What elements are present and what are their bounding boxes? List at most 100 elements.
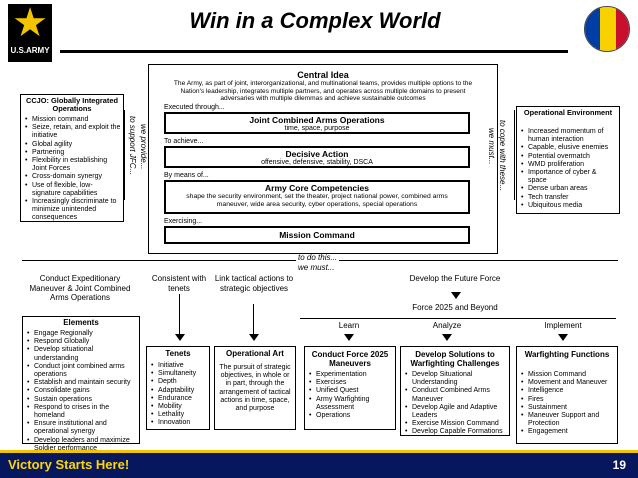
list-item: Global agility [25, 141, 121, 149]
ds-title: Develop Solutions to Warfighting Challen… [410, 350, 500, 368]
implement-arrow-icon [558, 334, 568, 341]
wf-list: Mission Command Movement and Maneuver In… [521, 371, 617, 437]
list-item: Respond Globally [27, 338, 139, 346]
to-achieve-label: To achieve... [164, 138, 204, 145]
list-item: Maneuver Support and Protection [521, 412, 617, 428]
analyze-arrow-icon [442, 334, 452, 341]
list-item: WMD proliferation [521, 161, 617, 169]
mc-title: Mission Command [279, 230, 355, 240]
list-item: Conduct joint combined arms operations [27, 363, 139, 379]
right-vert-2: we must... [487, 128, 496, 165]
tenets-title: Tenets [165, 349, 191, 358]
by-means-label: By means of... [164, 172, 209, 179]
list-item: Consolidate gains [27, 387, 139, 395]
list-item: Mobility [151, 403, 209, 411]
executed-label: Executed through... [164, 104, 225, 111]
core-competencies-box: Army Core Competencies shape the securit… [164, 180, 470, 214]
footer-slogan: Victory Starts Here! [8, 457, 130, 472]
central-idea-text: The Army, as part of joint, interorganiz… [173, 80, 473, 103]
list-item: Initiative [151, 362, 209, 370]
list-item: Respond to crises in the homeland [27, 404, 139, 420]
opart-text: The pursuit of strategic objectives, in … [219, 364, 291, 413]
list-item: Seize, retain, and exploit the initiativ… [25, 124, 121, 140]
list-item: Endurance [151, 395, 209, 403]
col2-arrow-line [179, 294, 180, 334]
list-item: Potential overmatch [521, 153, 617, 161]
list-item: Capable, elusive enemies [521, 144, 617, 152]
elements-list: Engage Regionally Respond Globally Devel… [27, 330, 139, 453]
list-item: Experimentation [309, 371, 395, 379]
left-vert-2: we provide... [139, 124, 148, 170]
list-item: Flexibility in establishing Joint Forces [25, 157, 121, 173]
warfighting-functions-box: Warfighting Functions Mission Command Mo… [516, 346, 618, 444]
elements-box: Elements Engage Regionally Respond Globa… [22, 316, 140, 452]
page-number: 19 [612, 458, 626, 472]
implement-label: Implement [544, 321, 582, 330]
title-divider [60, 50, 568, 53]
list-item: Intelligence [521, 387, 617, 395]
list-item: Mission command [25, 116, 121, 124]
list-item: Engage Regionally [27, 330, 139, 338]
mission-command-box: Mission Command [164, 226, 470, 244]
list-item: Simultaneity [151, 370, 209, 378]
future-arrow-icon [451, 292, 461, 299]
tenets-box: Tenets Initiative Simultaneity Depth Ada… [146, 346, 210, 430]
col4-heading: Develop the Future Force [409, 274, 501, 283]
logo-text: U.S.ARMY [10, 46, 50, 55]
col2-arrow-icon [175, 334, 185, 341]
op-env-panel: Operational Environment Increased moment… [516, 106, 620, 214]
list-item: Conduct Combined Arms Maneuver [405, 387, 509, 403]
list-item: Partnering [25, 149, 121, 157]
acc-title: Army Core Competencies [265, 183, 369, 193]
page-title: Win in a Complex World [189, 8, 441, 33]
exercising-label: Exercising... [164, 218, 203, 225]
list-item: Mission Command [521, 371, 617, 379]
col3-heading: Link tactical actions to strategic objec… [214, 274, 294, 293]
ccjo-title: CCJO: Globally Integrated Operations [26, 96, 118, 114]
list-item: Innovation [151, 419, 209, 427]
list-item: Develop Situational Understanding [405, 371, 509, 387]
list-item: Ubiquitous media [521, 202, 617, 210]
da-sub: offensive, defensive, stability, DSCA [261, 159, 373, 166]
list-item: Develop Capable Formations [405, 428, 509, 436]
list-item: Increasingly discriminate to minimize un… [25, 198, 121, 223]
da-title: Decisive Action [285, 149, 349, 159]
ccjo-list: Mission command Seize, retain, and explo… [25, 116, 121, 223]
analyze-label: Analyze [432, 321, 462, 330]
learn-arrow-icon [344, 334, 354, 341]
list-item: Adaptability [151, 387, 209, 395]
list-item: Tech transfer [521, 194, 617, 202]
list-item: Exercises [309, 379, 395, 387]
force-2025-label: Force 2025 and Beyond [412, 303, 498, 312]
list-item: Engagement [521, 428, 617, 436]
jca-box: Joint Combined Arms Operations time, spa… [164, 112, 470, 134]
list-item: Movement and Maneuver [521, 379, 617, 387]
col3-arrow-line [253, 304, 254, 334]
ds-list: Develop Situational Understanding Conduc… [405, 371, 509, 437]
list-item: Use of flexible, low-signature capabilit… [25, 182, 121, 198]
army-star-icon: ★ [12, 1, 48, 45]
army-logo: ★ U.S.ARMY [8, 1, 52, 62]
list-item: Develop leaders and maximize Soldier per… [27, 437, 139, 453]
list-item: Unified Quest [309, 387, 395, 395]
left-bracket [124, 110, 125, 200]
list-item: Ensure institutional and operational syn… [27, 420, 139, 436]
list-item: Operations [309, 412, 395, 420]
right-vert-1: to cope with these... [498, 120, 507, 192]
lai-bracket [300, 318, 616, 319]
op-env-title: Operational Environment [523, 108, 613, 117]
list-item: Dense urban areas [521, 185, 617, 193]
we-must-label: we must... [298, 263, 335, 272]
list-item: Depth [151, 378, 209, 386]
right-bracket [514, 110, 515, 200]
col3-arrow-icon [249, 334, 259, 341]
list-item: Develop Agile and Adaptive Leaders [405, 404, 509, 420]
list-item: Cross-domain synergy [25, 173, 121, 181]
jca-sub: time, space, purpose [284, 125, 350, 132]
wf-title: Warfighting Functions [524, 350, 610, 359]
footer-bar: Victory Starts Here! 19 [0, 450, 638, 478]
elements-title: Elements [63, 318, 99, 327]
list-item: Sustainment [521, 404, 617, 412]
list-item: Importance of cyber & space [521, 169, 617, 185]
list-item: Army Warfighting Assessment [309, 396, 395, 412]
